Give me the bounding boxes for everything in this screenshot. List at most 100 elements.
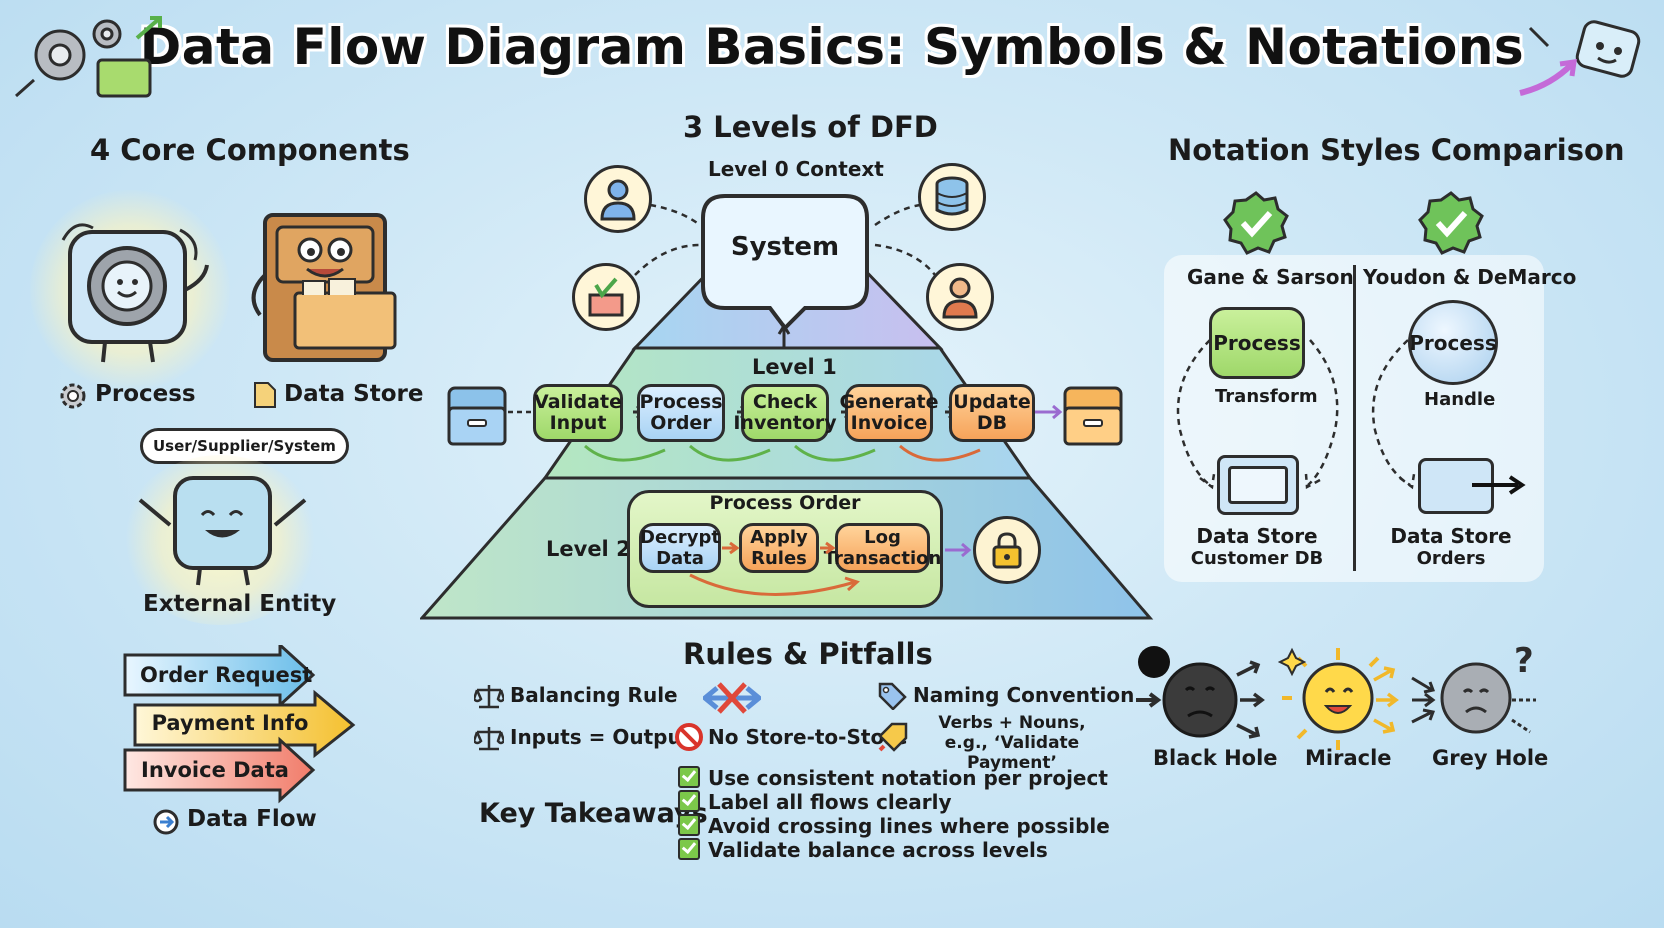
data-flow-label: Data Flow (187, 806, 317, 832)
flow-invoice-data: Invoice Data (141, 758, 289, 782)
pencil-tag-icon (878, 722, 908, 752)
gane-store-sub: Customer DB (1190, 548, 1324, 569)
robot-icon (1519, 20, 1641, 96)
level2-log-transaction: Log Transaction (824, 523, 941, 573)
youdon-check-badge-icon (1418, 191, 1484, 255)
person-icon (942, 277, 978, 319)
supplier-circle (572, 263, 640, 331)
youdon-store-sub: Orders (1416, 548, 1486, 569)
pitfall-miracle: Miracle (1305, 746, 1392, 770)
notation-dashed-loops (1176, 339, 1416, 490)
external-entity-robot-icon (138, 476, 307, 586)
gane-process-sub: Transform (1215, 386, 1318, 407)
takeaway-text: Label all flows clearly (708, 790, 952, 814)
youdon-process-text: Process (1409, 330, 1497, 355)
youdon-process-sub: Handle (1424, 389, 1496, 410)
level1-label: Level 1 (752, 355, 837, 379)
lock-icon (992, 532, 1022, 569)
level1-step-text: Generate Invoice (839, 391, 939, 434)
level2-step-text: Log Transaction (823, 527, 942, 569)
checkbox-icon (678, 766, 700, 788)
up-arrow-icon (777, 323, 791, 348)
user-icon (600, 179, 636, 221)
youdon-demarco-title: Youdon & DeMarco (1363, 265, 1577, 289)
black-hole-icon (1136, 646, 1265, 739)
naming-detail: Verbs + Nouns, e.g., ‘Validate Payment’ (912, 713, 1112, 773)
takeaways-list: Use consistent notation per project Labe… (678, 766, 1110, 862)
takeaway-item: Avoid crossing lines where possible (678, 814, 1110, 838)
level1-process-order: Process Order (637, 384, 725, 442)
naming-convention-label: Naming Convention (913, 683, 1135, 707)
process-mascot-icon (61, 223, 209, 363)
level1-validate-input: Validate Input (533, 384, 623, 442)
data-store-cabinet-icon (251, 213, 397, 362)
external-entity-label: External Entity (143, 591, 337, 617)
page-title: Data Flow Diagram Basics: Symbols & Nota… (139, 18, 1525, 76)
level1-step-text: Validate Input (534, 391, 622, 434)
key-takeaways-heading: Key Takeaways (479, 798, 708, 829)
gane-process-text: Process (1213, 330, 1301, 355)
takeaway-item: Use consistent notation per project (678, 766, 1110, 790)
notation-heading: Notation Styles Comparison (1168, 133, 1625, 167)
level2-step-text: Decrypt Data (640, 527, 720, 569)
level2-flow-arrows (689, 541, 972, 596)
user-circle (584, 165, 652, 233)
checkbox-icon (678, 790, 700, 812)
takeaway-item: Label all flows clearly (678, 790, 1110, 814)
youdon-store-label: Data Store (1390, 524, 1512, 548)
database-circle (918, 163, 986, 231)
folder-orange-icon (1063, 386, 1123, 446)
tag-icon (878, 682, 907, 710)
level1-step-text: Process Order (639, 391, 723, 434)
right-arrow-icon (1472, 475, 1526, 495)
flow-payment-info: Payment Info (151, 711, 309, 735)
levels-heading: 3 Levels of DFD (683, 110, 938, 144)
gane-store-label: Data Store (1196, 524, 1318, 548)
grey-hole-icon: ? (1411, 641, 1536, 734)
takeaway-item: Validate balance across levels (678, 838, 1110, 862)
system-bubble (701, 194, 869, 332)
pitfall-grey-hole: Grey Hole (1432, 746, 1549, 770)
level1-generate-invoice: Generate Invoice (839, 384, 939, 442)
level2-apply-rules: Apply Rules (739, 523, 819, 573)
process-label: Process (95, 381, 196, 407)
flow-order-request: Order Request (140, 663, 313, 687)
inputs-outputs-label: Inputs = Outputs (510, 725, 704, 749)
naming-detail-line2: e.g., ‘Validate Payment’ (944, 733, 1080, 773)
gears-folder-icon (15, 16, 162, 98)
level2-step-text: Apply Rules (750, 527, 808, 569)
crossed-arrows-icon (703, 682, 761, 714)
core-components-heading: 4 Core Components (90, 133, 410, 167)
level0-label: Level 0 Context (708, 157, 884, 181)
arrow-circle-icon (153, 809, 179, 835)
level2-decrypt-data: Decrypt Data (639, 523, 721, 573)
takeaway-text: Avoid crossing lines where possible (708, 814, 1110, 838)
svg-text:?: ? (1514, 641, 1534, 681)
level1-step-text: Check Inventory (733, 391, 837, 434)
gane-check-badge-icon (1223, 191, 1289, 255)
takeaway-text: Use consistent notation per project (708, 766, 1108, 790)
gane-store-shape (1217, 455, 1299, 515)
checkbox-icon (678, 838, 700, 860)
system-label: System (730, 232, 840, 262)
level2-group-title: Process Order (709, 492, 861, 514)
level1-update-db: Update DB (949, 384, 1035, 442)
level2-label: Level 2 (546, 537, 631, 561)
notation-divider (1353, 265, 1356, 571)
gear-icon (60, 383, 86, 409)
database-icon (935, 176, 969, 216)
lock-circle (973, 516, 1041, 584)
gane-process-shape: Process (1209, 307, 1305, 379)
data-flow-arrows (123, 645, 356, 804)
checkbox-icon (678, 814, 700, 836)
scale-icon (474, 727, 504, 751)
miracle-sun-icon (1278, 647, 1399, 750)
data-store-label: Data Store (284, 381, 424, 407)
folder-blue-icon (447, 386, 507, 446)
level1-step-text: Update DB (953, 391, 1031, 434)
youdon-process-shape: Process (1408, 300, 1498, 385)
no-store-to-store-label: No Store-to-Store (708, 725, 908, 749)
document-icon (254, 382, 276, 408)
gane-sarson-title: Gane & Sarson (1187, 265, 1354, 289)
clipboard-check-icon (588, 277, 624, 317)
